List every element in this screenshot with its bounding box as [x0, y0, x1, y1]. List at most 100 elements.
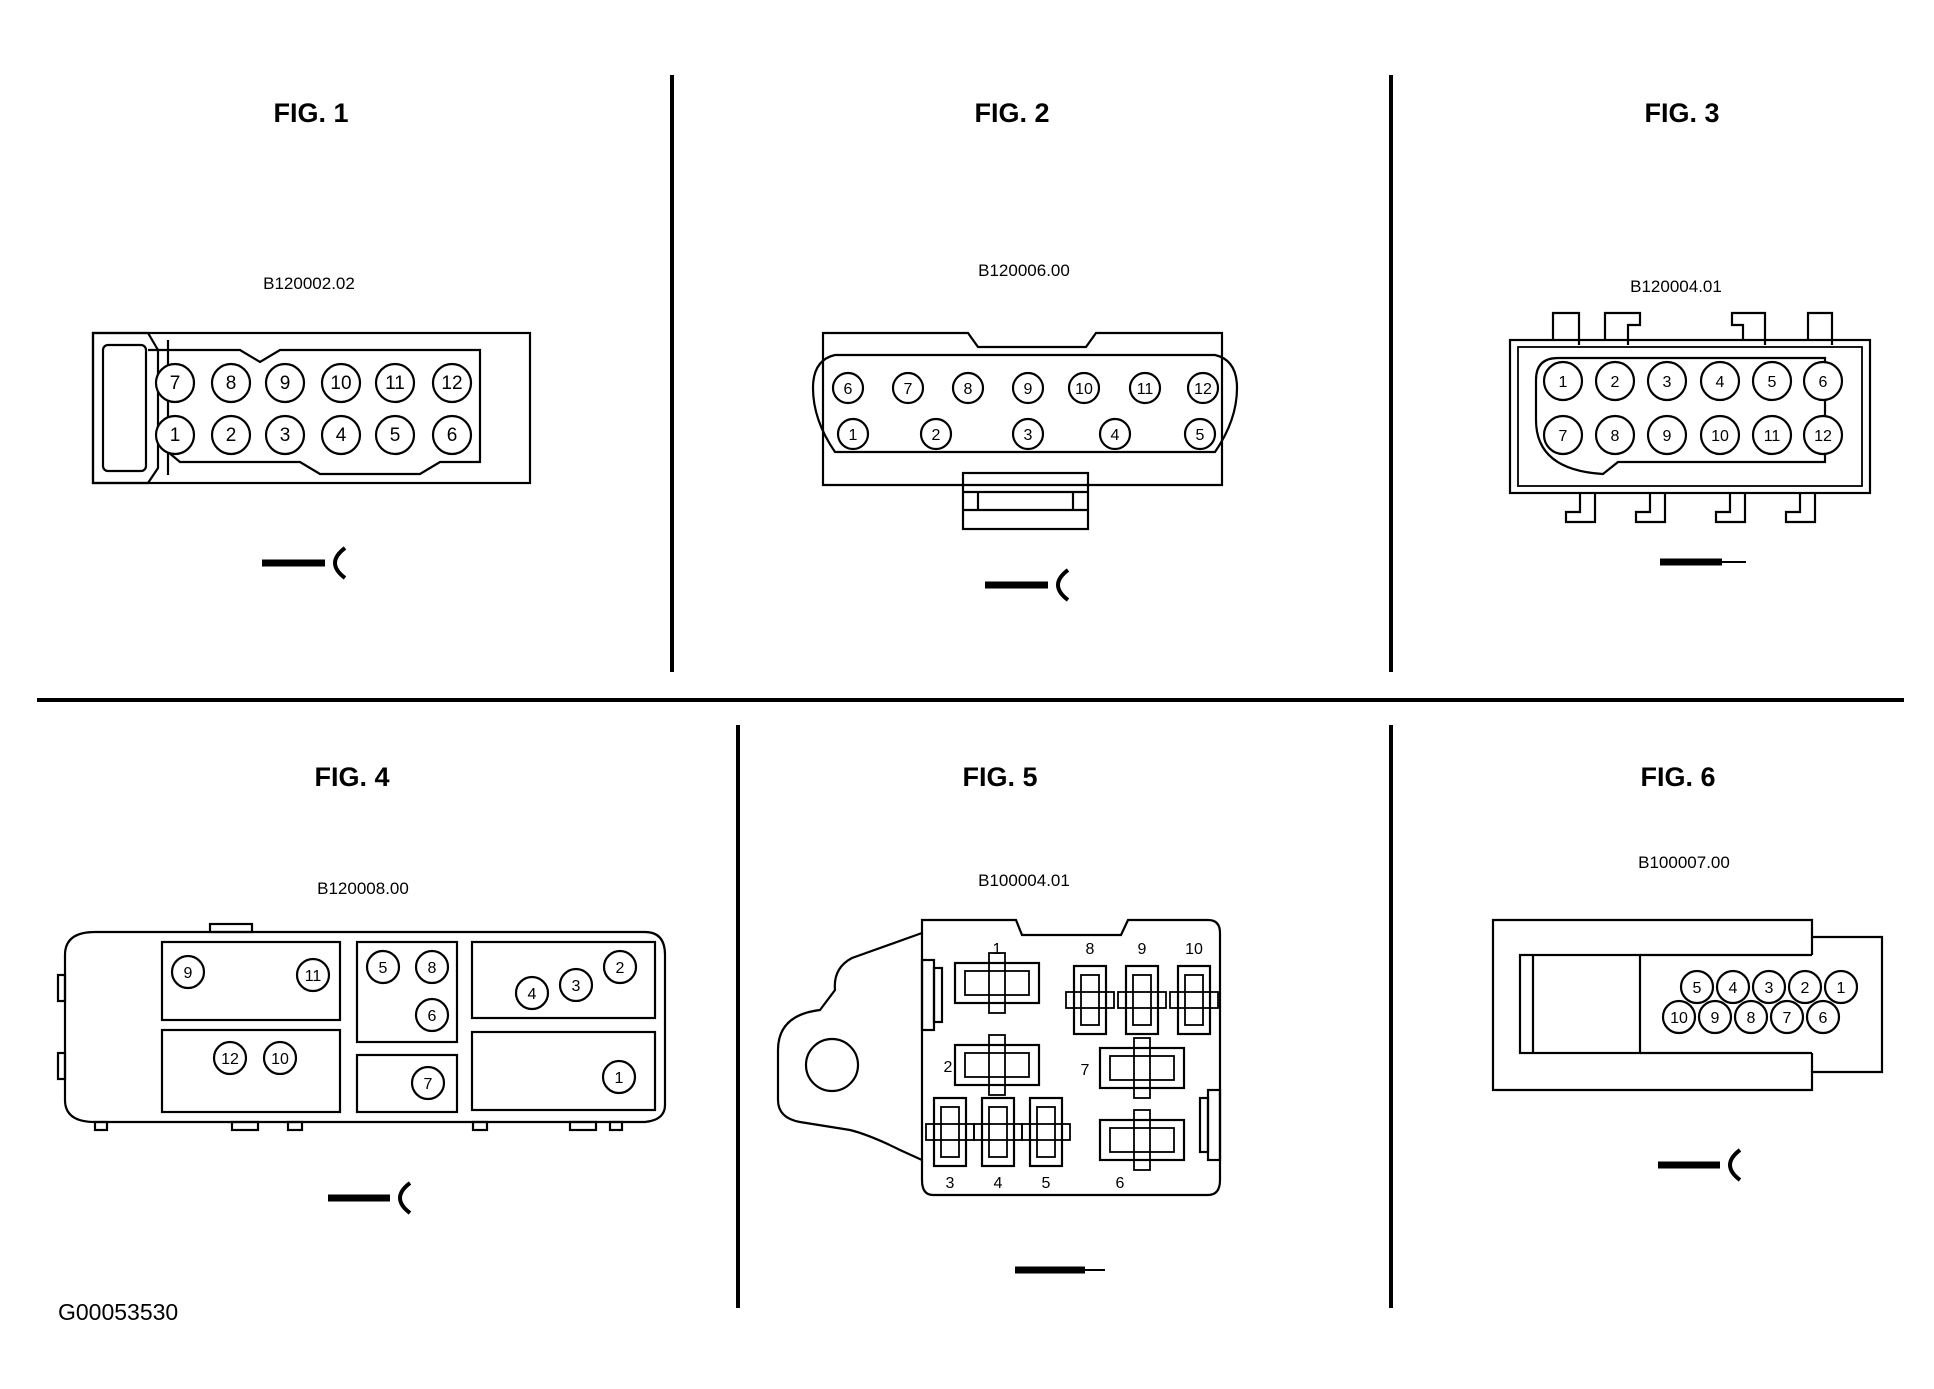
pin-label: 12: [1194, 381, 1212, 398]
pin-circle: [1646, 414, 1688, 456]
pin: 12: [1186, 371, 1220, 405]
pin: 1: [154, 414, 196, 456]
pin: 9: [1646, 414, 1688, 456]
pin: 8: [951, 371, 985, 405]
pin-circle: [414, 949, 450, 985]
pin: 11: [1751, 414, 1793, 456]
pin-label: 10: [1711, 428, 1729, 445]
pin: 8: [1594, 414, 1636, 456]
cavity-inner: [1184, 974, 1204, 1026]
pin-label: 8: [226, 373, 237, 394]
pin-circle: [919, 417, 953, 451]
cavity-label: 2: [944, 1059, 953, 1076]
pin-label: 2: [1801, 980, 1810, 997]
pin-circle: [431, 362, 473, 404]
pin-circle: [1751, 969, 1787, 1005]
fig5-part-number: B100004.01: [978, 871, 1070, 890]
cavity-vertical: 4: [973, 1096, 1023, 1192]
fig6-title: FIG. 6: [1640, 762, 1715, 792]
cavity-outline: [1098, 1118, 1186, 1162]
fig4-title: FIG. 4: [314, 762, 389, 792]
pin-label: 9: [280, 373, 291, 394]
pin-circle: [365, 949, 401, 985]
cavity-tab: [1169, 991, 1219, 1009]
pin-circle: [1098, 417, 1132, 451]
cavity-tab: [1133, 1109, 1151, 1171]
pin-circle: [1011, 371, 1045, 405]
pin-circle: [1594, 414, 1636, 456]
cavity-horizontal: 6: [1098, 1109, 1186, 1192]
pin: 5: [365, 949, 401, 985]
fig4-part-number: B120008.00: [317, 879, 409, 898]
pin: 2: [210, 414, 252, 456]
pin-circle: [558, 967, 594, 1003]
pin-circle: [262, 1040, 298, 1076]
pin-circle: [295, 957, 331, 993]
pin-circle: [1802, 360, 1844, 402]
pin: 3: [558, 967, 594, 1003]
pin-label: 3: [280, 425, 291, 446]
pin: 9: [1011, 371, 1045, 405]
cavity-inner: [1109, 1127, 1175, 1153]
pin-label: 1: [615, 1070, 624, 1087]
pin-label: 12: [441, 373, 462, 394]
pin-label: 10: [271, 1051, 289, 1068]
cavity-label: 1: [993, 941, 1002, 958]
pin-circle: [374, 414, 416, 456]
pin: 4: [320, 414, 362, 456]
pin: 1: [1823, 969, 1859, 1005]
pin-circle: [320, 362, 362, 404]
pin-label: 12: [221, 1051, 239, 1068]
pin: 12: [431, 362, 473, 404]
pin-circle: [1128, 371, 1162, 405]
pin: 8: [414, 949, 450, 985]
pin-label: 10: [330, 373, 351, 394]
pin-circle: [320, 414, 362, 456]
pin: 8: [1733, 999, 1769, 1035]
cavity-label: 7: [1081, 1062, 1090, 1079]
fig1-title: FIG. 1: [273, 98, 348, 128]
cavity-vertical: 3: [925, 1096, 975, 1192]
pin: 6: [1805, 999, 1841, 1035]
fig6-part-number: B100007.00: [1638, 853, 1730, 872]
pin: 7: [410, 1065, 446, 1101]
pin: 12: [212, 1040, 248, 1076]
pin-label: 8: [964, 381, 973, 398]
pin-label: 2: [616, 960, 625, 977]
pin-circle: [602, 949, 638, 985]
pin-circle: [1186, 371, 1220, 405]
cavity-outline: [1098, 1046, 1186, 1090]
cavity-vertical: 8: [1065, 941, 1115, 1036]
pin-label: 1: [1837, 980, 1846, 997]
pin: 3: [1751, 969, 1787, 1005]
pin-circle: [1802, 414, 1844, 456]
pin-circle: [1823, 969, 1859, 1005]
pin-circle: [264, 362, 306, 404]
pin-label: 4: [528, 986, 537, 1003]
pin-label: 7: [1559, 428, 1568, 445]
pin-label: 10: [1670, 1010, 1688, 1027]
pin: 3: [1011, 417, 1045, 451]
pin: 12: [1802, 414, 1844, 456]
fig2-connector: [811, 331, 1239, 531]
cavity-label: 10: [1185, 941, 1203, 958]
pin-circle: [170, 954, 206, 990]
cavity-outline: [953, 1043, 1041, 1087]
pin: 9: [1697, 999, 1733, 1035]
pin-label: 6: [1819, 374, 1828, 391]
cavity-label: 8: [1086, 941, 1095, 958]
pin-circle: [1594, 360, 1636, 402]
pin-circle: [1011, 417, 1045, 451]
pin-circle: [601, 1059, 637, 1095]
cavity-tab: [1133, 1037, 1151, 1099]
pin-label: 7: [1783, 1010, 1792, 1027]
fig1-part-number: B120002.02: [263, 274, 355, 293]
pin-circle: [1679, 969, 1715, 1005]
pin-circle: [1751, 360, 1793, 402]
pin-circle: [414, 997, 450, 1033]
pin-label: 5: [1768, 374, 1777, 391]
